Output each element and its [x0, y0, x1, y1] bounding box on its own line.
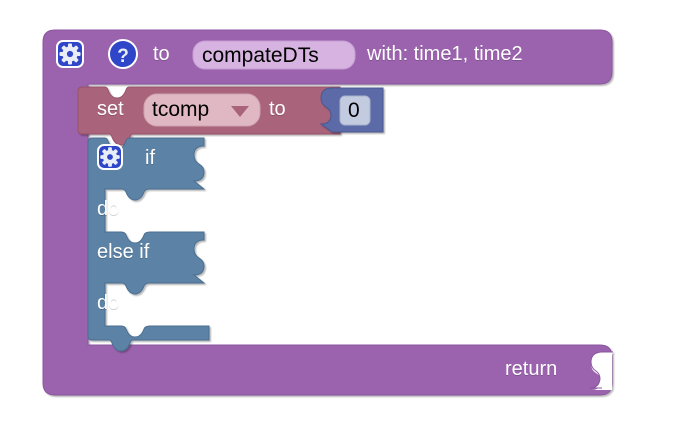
variable-dropdown-field[interactable] [143, 93, 261, 127]
chevron-down-icon[interactable] [231, 106, 249, 117]
svg-text:?: ? [117, 46, 129, 67]
question-mark-icon[interactable]: ? [108, 39, 138, 69]
math-number-block[interactable] [319, 87, 384, 133]
gear-icon[interactable] [97, 144, 123, 170]
controls-if-block[interactable] [87, 137, 210, 352]
gear-icon[interactable] [56, 40, 84, 68]
procedure-definition-block[interactable] [42, 29, 613, 396]
procedure-name-field[interactable] [192, 40, 356, 70]
